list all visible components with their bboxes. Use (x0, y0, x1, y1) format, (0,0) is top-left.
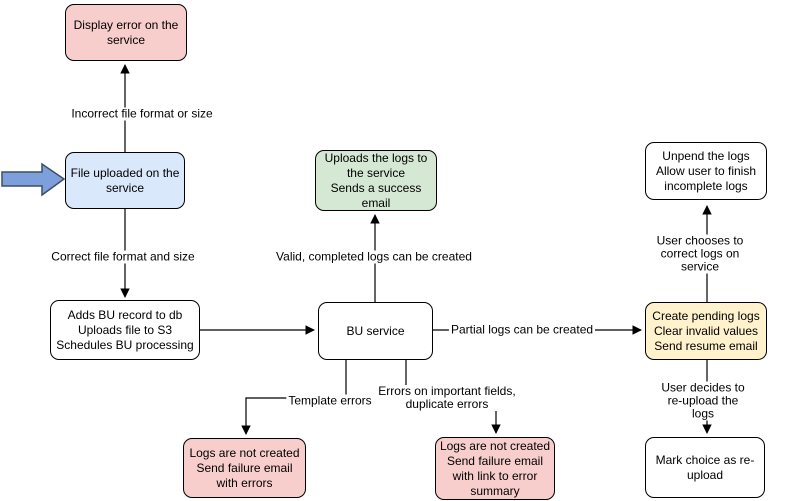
node-create-pending-logs: Create pending logs Clear invalid values… (645, 302, 767, 360)
edge-label-user-decides: User decides to re-upload the logs (654, 381, 752, 421)
node-bu-service: BU service (318, 302, 433, 360)
node-unpend-logs: Unpend the logs Allow user to finish inc… (645, 142, 767, 200)
edge-label-user-chooses: User chooses to correct logs on service (649, 234, 751, 274)
node-display-error: Display error on the service (65, 4, 187, 61)
edge-label-template-errors: Template errors (286, 393, 374, 408)
edge-label-errors-important: Errors on important fields, duplicate er… (376, 384, 518, 411)
node-logs-not-created-summary: Logs are not created Send failure email … (435, 437, 555, 500)
edge-label-correct-file: Correct file format and size (49, 249, 197, 264)
node-logs-not-created-errors: Logs are not created Send failure email … (183, 438, 306, 498)
node-uploads-logs-success: Uploads the logs to the service Sends a … (315, 150, 437, 211)
edge-label-incorrect-file: Incorrect file format or size (69, 106, 215, 121)
node-mark-choice-reupload: Mark choice as re- upload (645, 437, 765, 498)
node-adds-bu-record: Adds BU record to db Uploads file to S3 … (50, 300, 200, 360)
node-file-uploaded: File uploaded on the service (65, 152, 185, 209)
edge-label-valid-completed: Valid, completed logs can be created (274, 249, 474, 264)
input-arrow-icon (1, 162, 66, 197)
edge-label-partial-logs: Partial logs can be created (448, 322, 596, 337)
